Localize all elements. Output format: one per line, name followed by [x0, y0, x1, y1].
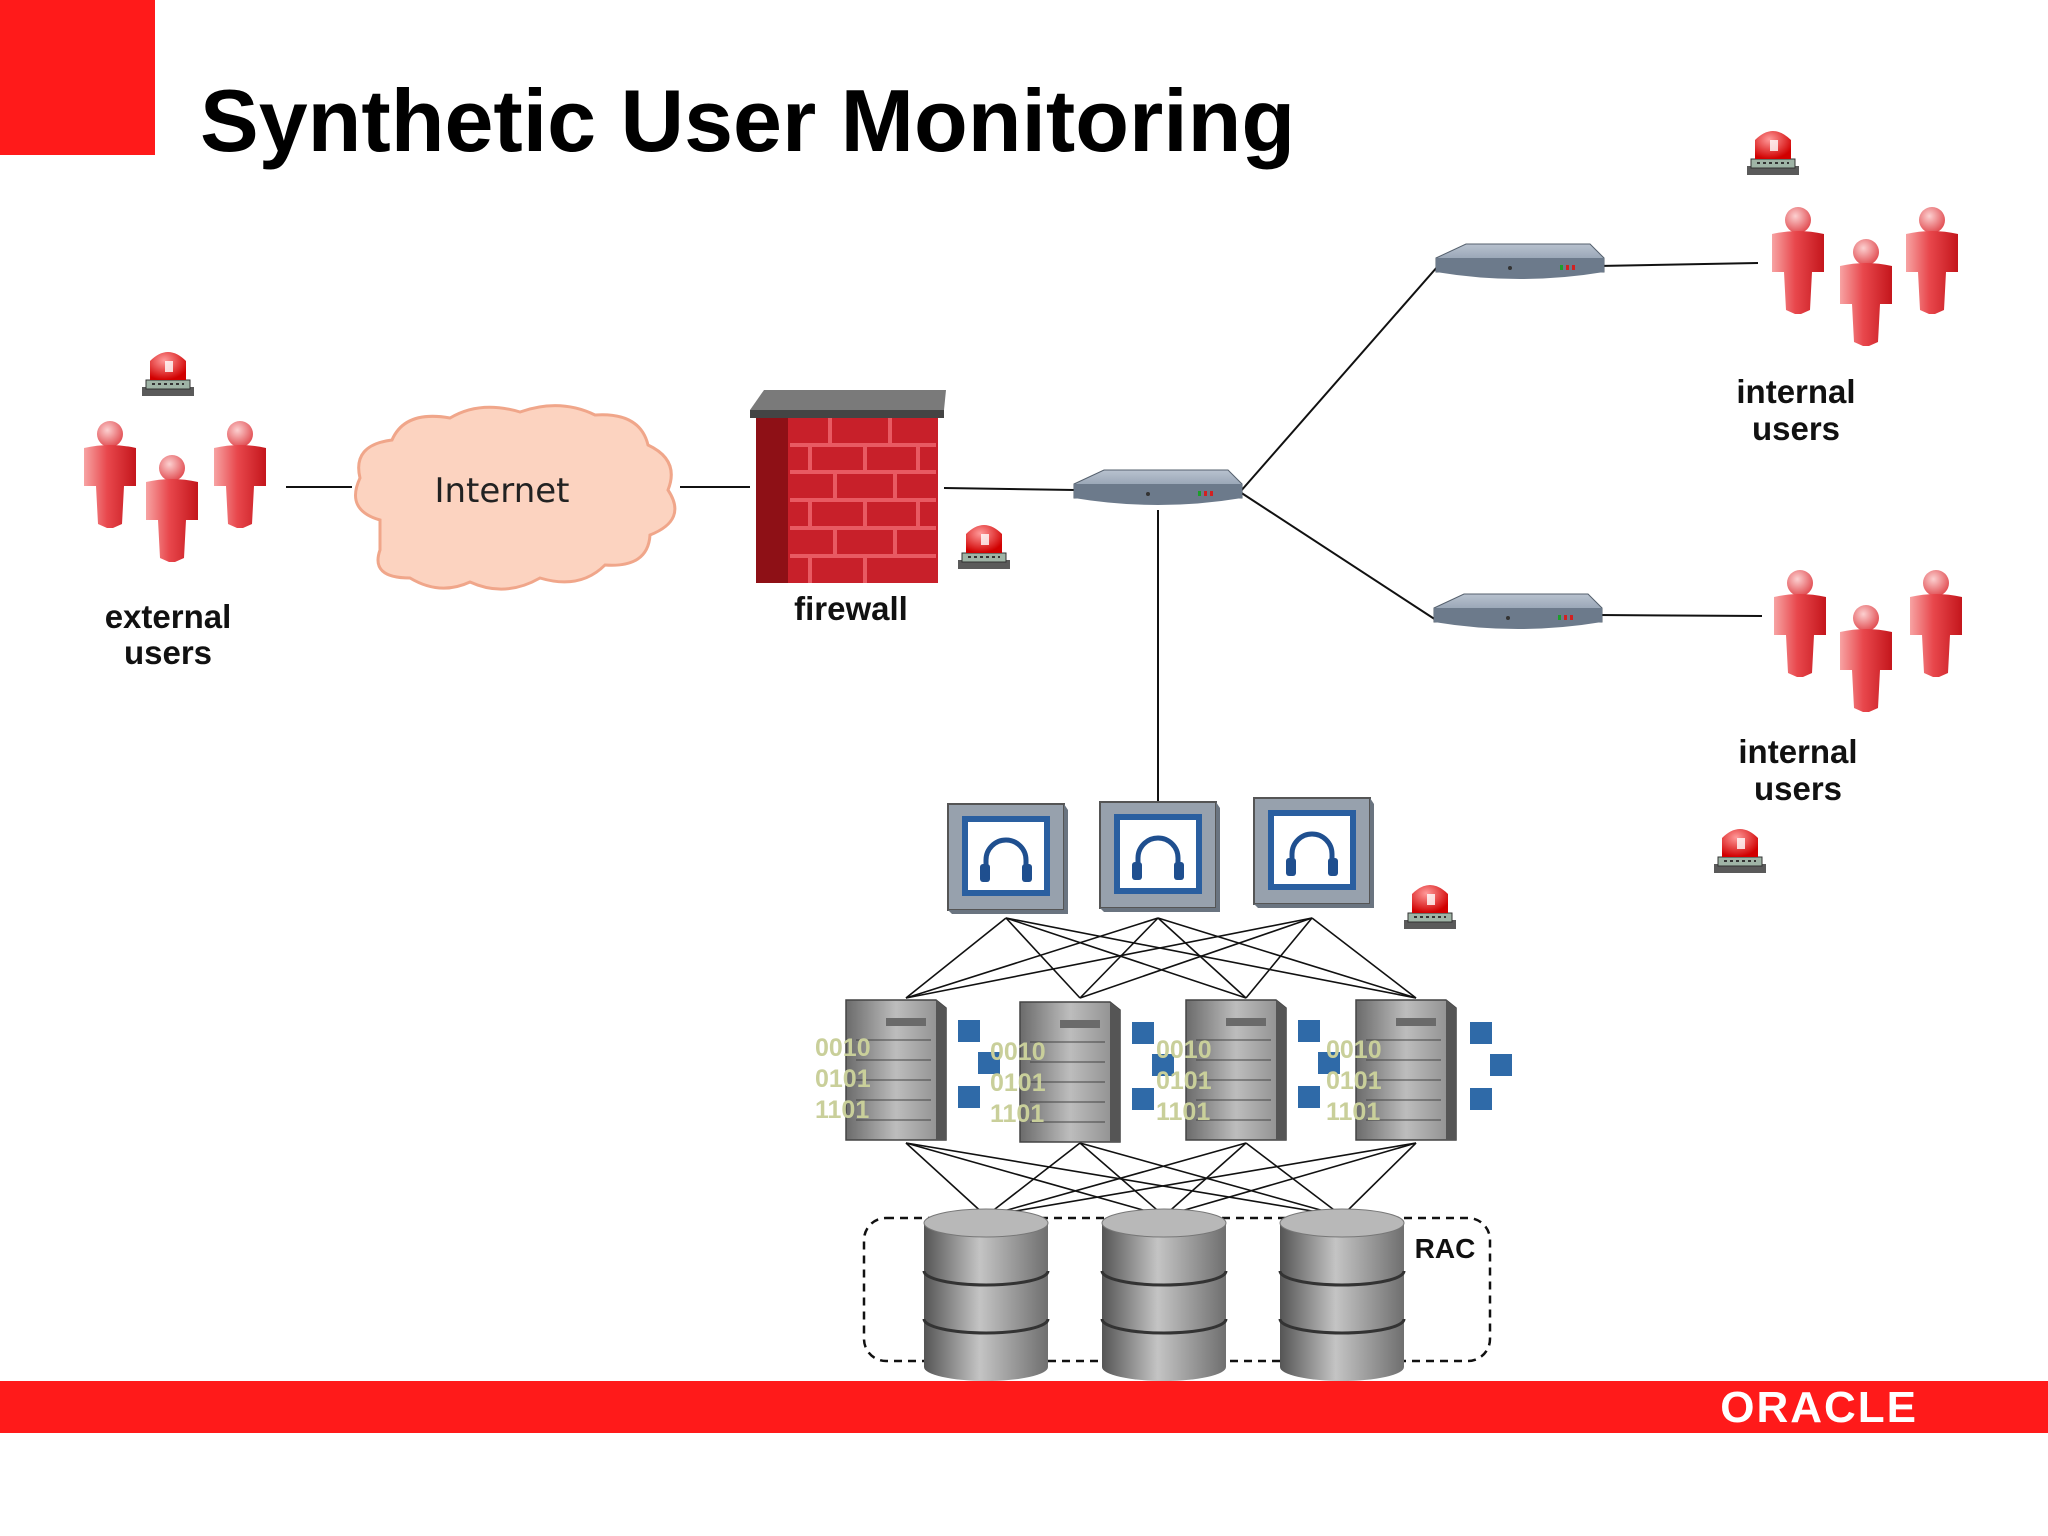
footer-bar — [0, 1381, 2048, 1433]
monitor-headset-icon — [1100, 802, 1220, 912]
firewall-label: firewall — [794, 590, 908, 627]
binary-text: 0010 — [1156, 1036, 1212, 1064]
monitor-headset-icon — [1254, 798, 1374, 908]
binary-text: 0101 — [815, 1065, 871, 1093]
slide-title: Synthetic User Monitoring — [200, 71, 1296, 170]
binary-text: 0010 — [990, 1038, 1046, 1066]
app-server-4: 0010 0101 1101 — [1326, 999, 1512, 1141]
internal-users-bottom-label-line2: users — [1754, 770, 1842, 807]
binary-text: 1101 — [990, 1100, 1044, 1128]
binary-text: 1101 — [1326, 1098, 1380, 1126]
network-switch-icon — [1433, 593, 1603, 630]
internal-users-bottom-group — [1774, 570, 1962, 712]
cloud-icon — [354, 404, 677, 591]
alarm-beacon-icon — [1713, 828, 1767, 874]
internal-users-top-group — [1772, 207, 1958, 346]
external-users-label-line1: external — [105, 598, 232, 635]
rac-label: RAC — [1415, 1233, 1476, 1264]
firewall-icon — [750, 390, 946, 583]
database-icon — [1278, 1207, 1406, 1383]
app-server-1: 0010 0101 1101 — [815, 999, 1000, 1141]
connection-lines — [286, 262, 1763, 1217]
network-switch-icon — [1073, 469, 1243, 506]
external-users-label-line2: users — [124, 634, 212, 671]
oracle-logo: ORACLE — [1720, 1383, 1918, 1432]
binary-text: 0101 — [1156, 1067, 1212, 1095]
internet-label: Internet — [434, 471, 569, 511]
internal-users-bottom-label-line1: internal — [1738, 733, 1857, 770]
app-server-3: 0010 0101 1101 — [1156, 999, 1340, 1141]
corner-accent — [0, 0, 155, 155]
monitor-headset-icon — [948, 804, 1068, 914]
binary-text: 0101 — [990, 1069, 1046, 1097]
internal-users-top-label-line1: internal — [1736, 373, 1855, 410]
network-switch-icon — [1435, 243, 1605, 280]
app-server-2: 0010 0101 1101 — [990, 1001, 1174, 1143]
binary-text: 1101 — [815, 1096, 869, 1124]
alarm-beacon-icon — [1403, 884, 1457, 930]
alarm-beacon-icon — [141, 351, 195, 397]
database-icon — [1100, 1207, 1228, 1383]
alarm-beacon-icon — [957, 524, 1011, 570]
binary-text: 0010 — [1326, 1036, 1382, 1064]
binary-text: 0101 — [1326, 1067, 1382, 1095]
internal-users-top-label-line2: users — [1752, 410, 1840, 447]
external-users-group — [84, 421, 266, 562]
alarm-beacon-icon — [1746, 130, 1800, 176]
binary-text: 1101 — [1156, 1098, 1210, 1126]
database-icon — [922, 1207, 1050, 1383]
binary-text: 0010 — [815, 1034, 871, 1062]
